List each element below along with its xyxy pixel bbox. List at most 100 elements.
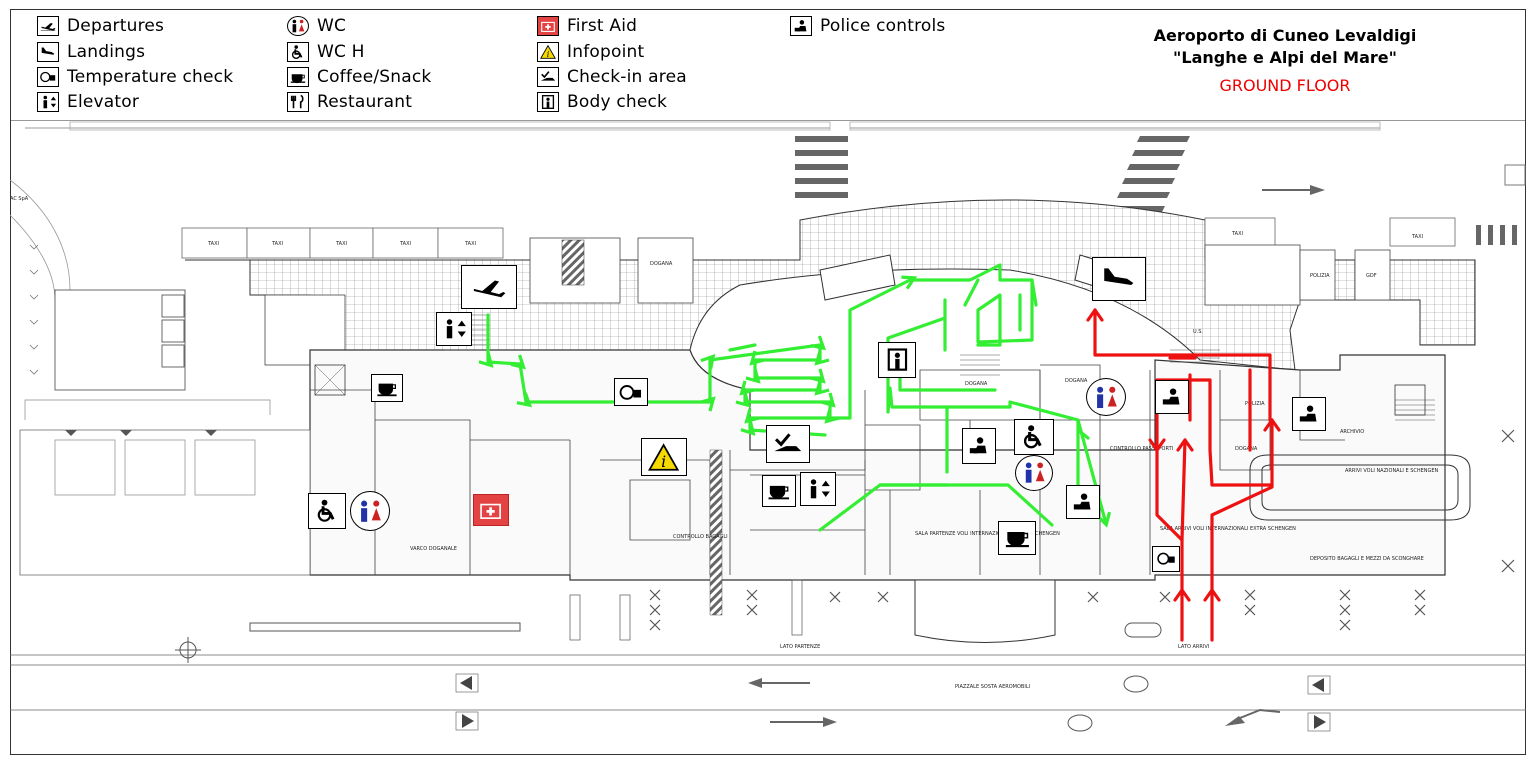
ac-spa-label: AC SpA [10,196,29,202]
check-in-icon [537,67,559,87]
infopoint-sign[interactable]: i [641,438,687,476]
legend-item-wc-h: WC H [287,41,365,63]
departures-icon [37,16,59,36]
wc-sign[interactable] [350,491,390,531]
legend-label: WC [317,16,347,36]
elevator-sign[interactable] [800,472,836,506]
sala-arrivi-label: SALA ARRIVI VOLI INTERNAZIONALI EXTRA SC… [1160,526,1296,532]
police-icon [1300,405,1317,422]
legend-label: Departures [67,16,165,36]
dogana-label-top: DOGANA [650,261,673,267]
temperature-check-icon [1156,553,1175,565]
bollard-markers [649,429,1515,631]
elevator-icon [37,92,59,112]
dogana-label: DOGANA [1235,446,1258,452]
temperature-check-sign[interactable] [614,378,648,406]
legend-label: WC H [317,42,365,62]
legend-label: First Aid [567,16,638,36]
elevator-icon [811,479,831,499]
body-check-icon [537,92,559,112]
wc-h-icon [317,500,335,523]
map-title: Aeroporto di Cuneo Levaldigi [1153,26,1417,45]
departures-sign[interactable] [461,265,517,309]
landings-sign[interactable] [1092,257,1146,301]
coffee-icon [287,67,309,87]
legend-item-landings: Landings [37,41,145,63]
wc-sign[interactable] [1015,455,1053,491]
coffee-sign[interactable] [371,374,403,402]
infopoint-icon: i [648,442,680,471]
first-aid-icon [537,16,559,36]
svg-text:i: i [661,452,666,471]
temperature-check-sign[interactable] [1152,546,1180,572]
legend-item-infopoint: i Infopoint [537,41,644,63]
temperature-check-icon [37,67,59,87]
wc-h-sign[interactable] [1014,419,1054,455]
police-icon [1163,388,1180,405]
first-aid-icon [480,503,502,519]
arrival-route [1086,308,1281,642]
legend-label: Body check [567,92,668,112]
check-in-sign[interactable] [766,425,810,463]
wc-icon [287,16,309,36]
wc-h-icon [287,42,309,62]
polizia-label: POLIZIA [1310,273,1330,279]
sala-partenze-label: SALA PARTENZE VOLI INTERNAZIONALI EXTRA … [915,531,1060,537]
coffee-sign[interactable] [998,521,1036,555]
legend-label: Temperature check [67,67,234,87]
arrivi-label: ARRIVI VOLI NAZIONALI E SCHENGEN [1345,468,1439,474]
varco-doganale-label: VARCO DOGANALE [410,546,457,552]
police-icon [790,16,812,36]
police-sign[interactable] [1155,380,1189,414]
lato-arrivi-label: LATO ARRIVI [1178,644,1209,650]
landings-icon [37,42,59,62]
taxi-label: TAXI [1231,231,1243,237]
deposito-label: DEPOSITO BAGAGLI E MEZZI DA SCONGHARE [1310,556,1424,562]
landings-icon [1102,268,1136,292]
police-sign[interactable] [1292,397,1326,431]
controllo-passaporti-label: CONTROLLO PASSAPORTI [1110,446,1173,452]
map-frame [10,9,1526,755]
legend-item-elevator: Elevator [37,91,139,113]
polizia-label: POLIZIA [1245,401,1265,407]
departures-icon [472,280,506,299]
taxi-label: TAXI [1411,234,1423,240]
taxi-label: TAXI [399,241,411,247]
archivio-label: ARCHIVIO [1340,429,1364,435]
wc-h-icon [1023,425,1042,449]
wc-icon [1025,462,1045,484]
police-sign[interactable] [1066,485,1100,519]
gdf-label: GDF [1366,273,1377,279]
us-label: U.S. [1193,329,1203,335]
legend-item-restaurant: Restaurant [287,91,412,113]
wc-icon [360,500,381,522]
body-check-sign[interactable] [878,342,916,378]
police-sign[interactable] [962,428,996,464]
legend-item-check-in: Check-in area [537,66,687,88]
legend-label: Restaurant [317,92,413,112]
elevator-sign[interactable] [436,312,472,346]
taxi-label: TAXI [464,241,476,247]
legend-item-body-check: Body check [537,91,667,113]
infopoint-icon: i [537,42,559,62]
svg-text:i: i [547,49,550,59]
restaurant-icon [287,92,309,112]
wc-sign[interactable] [1086,378,1126,416]
crosswalk-left [795,136,848,198]
legend-label: Landings [67,42,146,62]
wc-h-sign[interactable] [308,493,346,529]
coffee-icon [768,485,790,500]
body-check-icon [887,348,907,372]
crosswalk-right [1112,136,1190,212]
first-aid-sign[interactable] [473,494,509,526]
legend-label: Coffee/Snack [317,67,432,87]
legend-label: Police controls [820,16,946,36]
coffee-sign[interactable] [762,475,796,507]
taxi-label: TAXI [271,241,283,247]
legend-label: Check-in area [567,67,687,87]
coffee-icon [377,383,397,396]
taxi-label: TAXI [335,241,347,247]
dogana-label: DOGANA [965,381,988,387]
legend-item-departures: Departures [37,15,164,37]
legend-label: Infopoint [567,42,645,62]
